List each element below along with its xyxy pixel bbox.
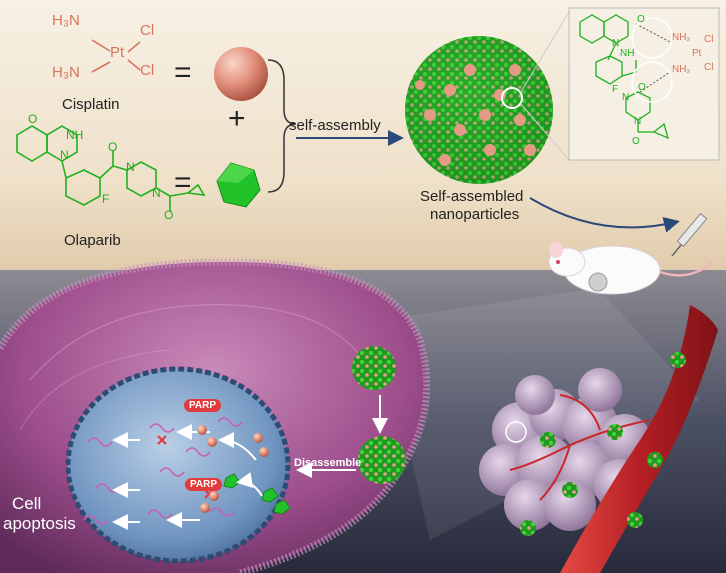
olaparib-f: F <box>102 192 110 206</box>
cisplatin-pt: Pt <box>110 44 125 61</box>
tumor-capillaries <box>509 394 651 501</box>
inset-box <box>568 7 720 161</box>
nanoparticle-intracellular <box>358 436 406 484</box>
inset-nh2-top: NH₂ <box>672 32 691 43</box>
parp-tag-bottom: PARP <box>185 478 223 491</box>
olaparib-n-pip-top: N <box>126 160 135 174</box>
inset-cl-bottom: Cl <box>704 62 714 73</box>
disassemble-label: Disassemble <box>294 457 362 469</box>
cisplatin-h3n-top: H₃N <box>52 12 80 29</box>
blood-vessel <box>560 305 718 573</box>
cell-label-line2: apoptosis <box>3 514 76 533</box>
cisplatin-sphere <box>214 47 268 101</box>
zoom-marker <box>501 87 523 109</box>
olaparib-particles <box>223 473 291 515</box>
nanoparticle-spheres <box>415 64 536 166</box>
olaparib-o: O <box>28 112 38 126</box>
cisplatin-h3n-bottom: H₃N <box>52 64 80 81</box>
nuclear-envelope <box>65 366 291 564</box>
inset-structure <box>579 14 670 140</box>
inset-n: N <box>612 38 620 49</box>
olaparib-n-pip-bottom: N <box>152 186 161 200</box>
inset-o-bottom: O <box>638 82 646 93</box>
mouse <box>548 242 713 295</box>
nanoparticle-endocytosis <box>352 346 396 390</box>
dna-strands <box>83 417 243 525</box>
olaparib-o-amide: O <box>164 208 174 222</box>
cisplatin-cl-bottom: Cl <box>140 62 155 79</box>
injection-arrow <box>529 197 680 233</box>
syringe <box>671 212 708 257</box>
nanoparticles-label-line1: Self-assembled <box>420 188 524 205</box>
inset-nh: NH <box>620 48 635 59</box>
parp-tag-top: PARP <box>184 399 222 412</box>
cisplatin-label: Cisplatin <box>62 96 120 113</box>
cisplatin-structure <box>91 39 141 73</box>
olaparib-n: N <box>60 148 69 162</box>
inset-nh2-bottom: NH₂ <box>672 64 691 75</box>
inset-pt: Pt <box>692 48 702 59</box>
cisplatin-equals: = <box>174 56 192 89</box>
nanoparticles-label-line2: nanoparticles <box>430 206 520 223</box>
cisplatin-cl-top: Cl <box>140 22 155 39</box>
cisplatin-particles <box>197 425 269 513</box>
inset-f: F <box>612 84 619 95</box>
plus-sign: + <box>228 102 246 135</box>
olaparib-structure <box>16 125 206 212</box>
break-marks <box>157 435 214 499</box>
bracket <box>267 59 297 193</box>
olaparib-o-side: O <box>108 140 118 154</box>
self-assembly-label: self-assembly <box>289 117 381 134</box>
inset-n-pip-top: N <box>622 92 630 103</box>
inset-o-amide: O <box>632 136 640 147</box>
inset-cl-top: Cl <box>704 34 714 45</box>
cell-label-line1: Cell <box>12 494 42 513</box>
inset-o-top: O <box>637 14 645 25</box>
olaparib-equals: = <box>174 166 192 199</box>
inset-n-pip-bottom: N <box>634 116 642 127</box>
olaparib-label: Olaparib <box>64 232 121 249</box>
olaparib-nh: NH <box>66 128 84 142</box>
vessel-nanoparticles <box>520 352 686 536</box>
